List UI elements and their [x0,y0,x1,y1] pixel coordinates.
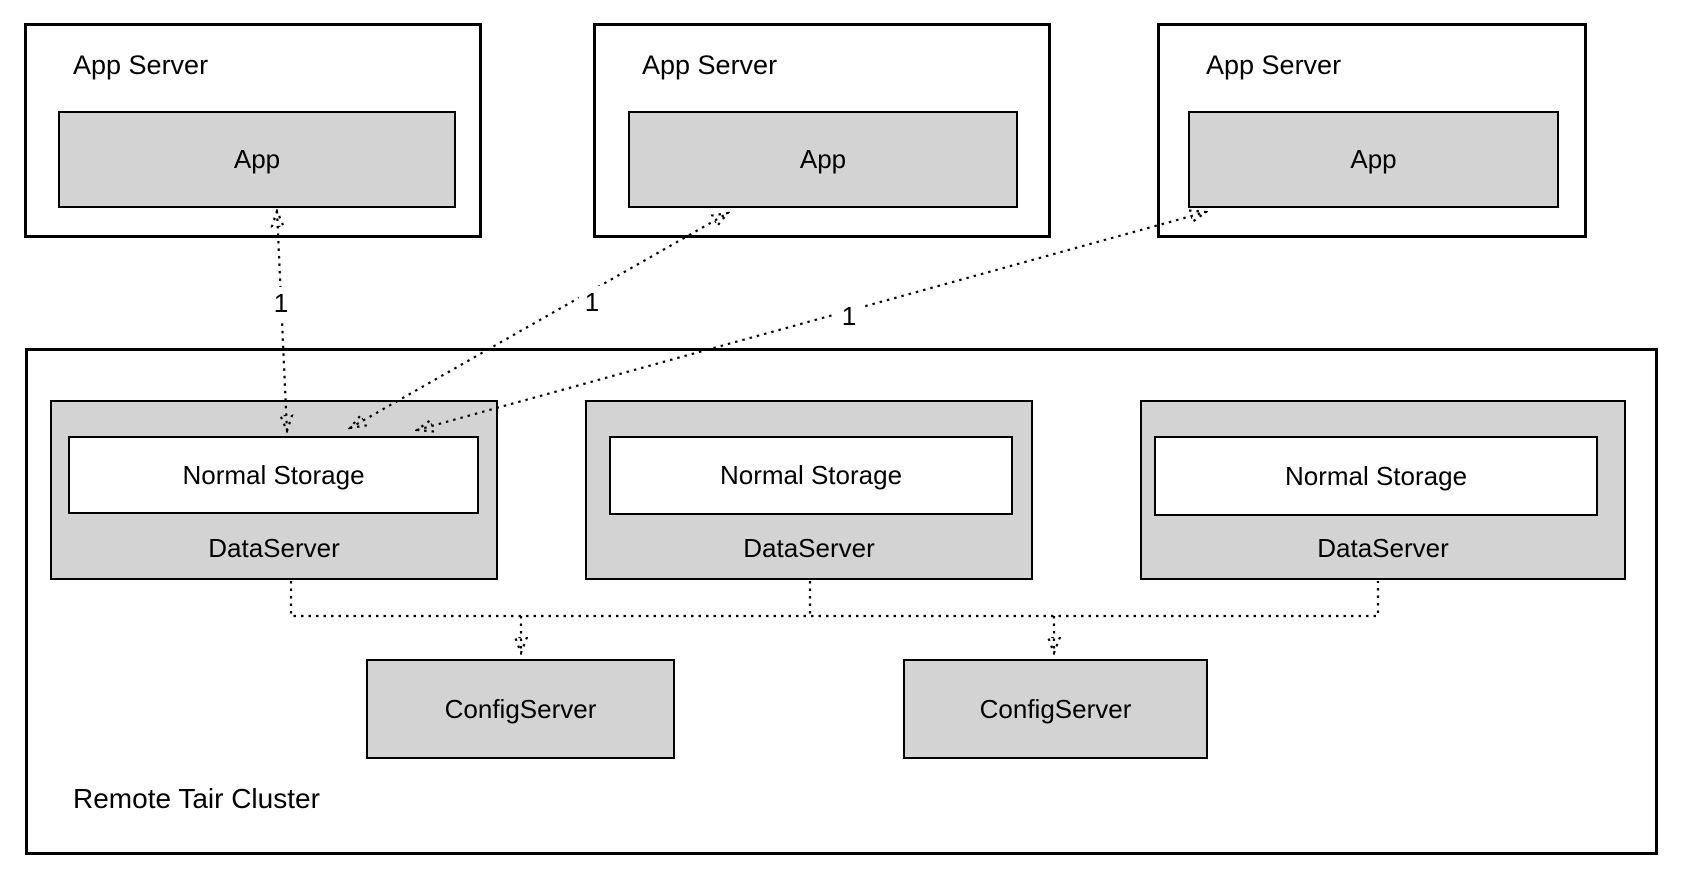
app-server-title-2: App Server [642,50,778,80]
normal-storage-label-3: Normal Storage [1284,460,1468,491]
edge-label-1: 1 [267,287,295,319]
app-server-title-3: App Server [1206,50,1342,80]
app-server-title-1: App Server [73,50,209,80]
app-server-box-3: App Server App [1157,23,1587,238]
data-server-label-3: DataServer [1317,532,1449,563]
normal-storage-1: Normal Storage [68,436,479,514]
config-server-label-1: ConfigServer [444,693,597,724]
cluster-title: Remote Tair Cluster [73,783,320,814]
config-server-1: ConfigServer [366,659,675,759]
app-node-label-1: App [233,144,281,174]
normal-storage-label-2: Normal Storage [719,460,903,490]
app-node-1: App [58,111,456,208]
normal-storage-3: Normal Storage [1154,436,1598,516]
data-server-label-2: DataServer [743,532,875,563]
config-server-label-2: ConfigServer [979,693,1132,724]
app-node-label-3: App [1350,144,1397,174]
data-server-3: Normal Storage DataServer [1140,400,1626,580]
normal-storage-label-1: Normal Storage [182,459,365,490]
app-server-box-2: App Server App [593,23,1051,238]
app-node-label-2: App [799,144,847,174]
app-node-2: App [628,111,1018,208]
data-server-2: Normal Storage DataServer [585,400,1033,580]
app-server-box-1: App Server App [24,23,482,238]
remote-tair-cluster-box: Remote Tair Cluster Normal Storage DataS… [25,348,1658,855]
config-server-2: ConfigServer [903,659,1208,759]
app-node-3: App [1188,111,1559,208]
data-server-label-1: DataServer [208,532,340,563]
data-server-1: Normal Storage DataServer [50,400,498,580]
edge-label-2: 1 [578,286,606,318]
normal-storage-2: Normal Storage [609,436,1013,515]
edge-label-3: 1 [835,300,863,332]
